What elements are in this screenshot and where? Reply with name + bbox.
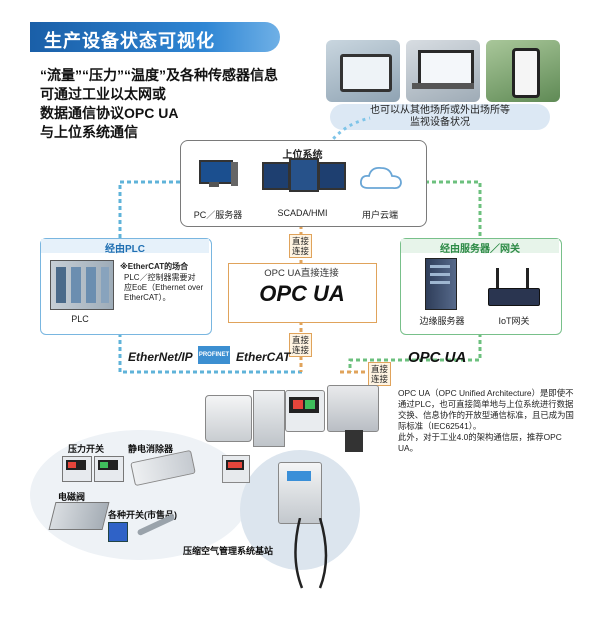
remote-caption-bubble xyxy=(330,104,550,130)
photo-switch-icon xyxy=(108,522,128,542)
cloud-icon xyxy=(359,167,402,190)
base-unit-cable xyxy=(294,518,328,589)
opc-ua-description: OPC UA（OPC Unified Architecture）是即使不通过PL… xyxy=(398,388,574,453)
gateway-panel-title: 经由服务器／网关 xyxy=(440,244,520,255)
plc-label: PLC xyxy=(71,314,89,324)
opc-ua-direct-box xyxy=(228,263,377,323)
pressure-switch-icon-2 xyxy=(94,456,124,482)
profinet-logo: PROFINET xyxy=(198,346,230,364)
laptop-photo xyxy=(406,40,480,102)
intro-text: “流量”“压力”“温度”及各种传感器信息 可通过工业以太网或 数据通信协议OPC… xyxy=(40,67,278,140)
pc-server-icon xyxy=(195,158,238,190)
solenoid-valve-label: 电磁阀 xyxy=(58,492,86,502)
direct-connect-tag-right: 直接 连接 xyxy=(368,362,392,386)
solenoid-valve-icon xyxy=(48,502,110,530)
flow-sensor-display xyxy=(222,455,250,483)
iot-gateway-label: IoT网关 xyxy=(498,316,530,326)
ethercat-note-body: PLC／控制器需要对 应EoE（Ethernet over EtherCAT）。 xyxy=(124,273,204,302)
gateway-panel-header xyxy=(401,239,559,253)
iot-gateway-icon xyxy=(488,268,540,306)
plc-device-icon xyxy=(50,260,114,310)
edge-server-label: 边缘服务器 xyxy=(419,316,465,326)
smartphone-photo xyxy=(486,40,560,102)
remote-caption: 也可以从其他场所或外出场所等 监视设备状况 xyxy=(370,105,510,128)
ethernet-ip-logo: EtherNet/IP xyxy=(128,350,193,364)
scada-hmi-icon xyxy=(262,158,346,192)
title-banner xyxy=(30,22,280,52)
page-title: 生产设备状态可视化 xyxy=(44,31,215,51)
pressure-switch-icon-1 xyxy=(62,456,92,482)
direct-connect-tag-middle: 直接 连接 xyxy=(289,333,313,357)
static-eliminator-label: 静电消除器 xyxy=(128,444,174,454)
various-switch-label: 各种开关(市售品) xyxy=(108,510,177,520)
air-management-modules xyxy=(205,385,380,455)
direct-connect-tag-top: 直接 连接 xyxy=(289,234,313,258)
ethercat-logo: EtherCAT xyxy=(236,350,291,364)
base-unit-label: 压缩空气管理系统基站 xyxy=(183,546,274,556)
ethercat-note-title: ※EtherCAT的场合 xyxy=(120,262,189,271)
edge-server-icon xyxy=(425,258,457,310)
scada-hmi-label: SCADA/HMI xyxy=(277,208,328,218)
base-unit-icon xyxy=(278,462,322,524)
upper-system-title: 上位系统 xyxy=(282,150,323,161)
opc-ua-direct-title: OPC UA直接连接 xyxy=(264,268,339,279)
plc-panel-title: 经由PLC xyxy=(105,244,145,255)
tablet-photo xyxy=(326,40,400,102)
pressure-switch-label: 压力开关 xyxy=(68,444,105,454)
opc-ua-small-logo: OPC UA xyxy=(408,349,467,366)
remote-monitoring-photos xyxy=(326,40,562,102)
opc-ua-logo: OPC UA xyxy=(259,281,345,306)
user-cloud-label: 用户云端 xyxy=(361,210,398,220)
pc-server-label: PC／服务器 xyxy=(193,210,243,220)
plc-panel-header xyxy=(41,239,209,253)
